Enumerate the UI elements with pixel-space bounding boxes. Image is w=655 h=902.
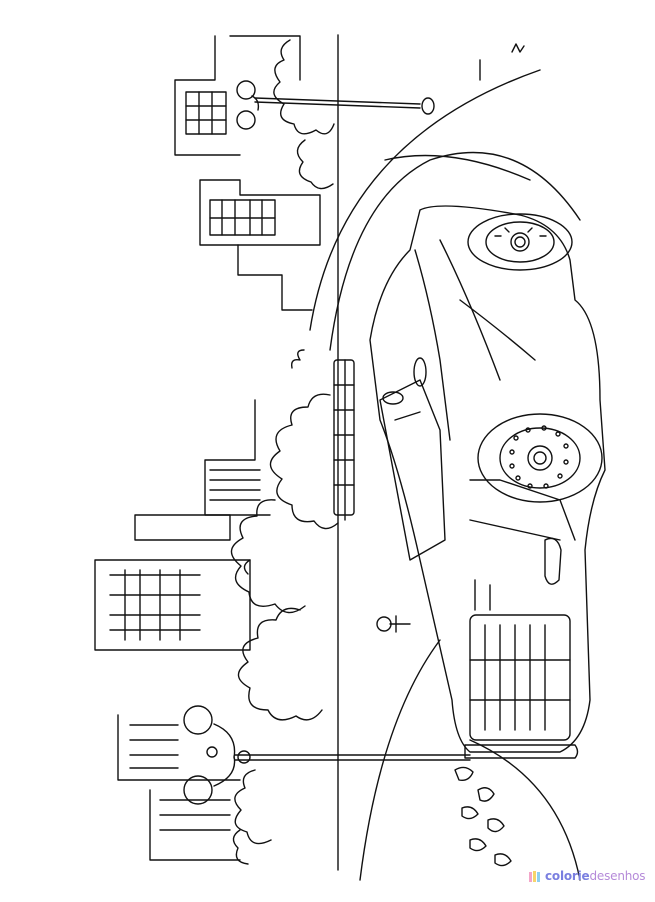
- crayons-icon: [529, 871, 540, 882]
- street-lamp-top: [236, 80, 435, 130]
- building-upper: [199, 179, 321, 311]
- tree-middle: [230, 393, 339, 614]
- building-bottom: [117, 714, 241, 861]
- watermark-part-a: colorie: [545, 869, 590, 883]
- road-lines: [309, 43, 581, 881]
- building-top: [174, 35, 301, 156]
- site-watermark: coloriedesenhos: [528, 866, 648, 886]
- building-large: [94, 514, 251, 651]
- wheel-front: [477, 413, 603, 503]
- sidewalk-edge: [337, 34, 346, 871]
- post: [376, 615, 411, 633]
- watermark-text: coloriedesenhos: [545, 869, 646, 883]
- cobblestones: [454, 766, 512, 867]
- bench: [290, 349, 355, 516]
- pickup-truck: [369, 205, 606, 759]
- street-lamp-bottom: [183, 705, 471, 805]
- building-middle: [204, 399, 271, 516]
- tree-bottom: [232, 607, 323, 865]
- watermark-part-b: desenhos: [589, 869, 646, 883]
- wheel-rear: [467, 213, 573, 271]
- tree-top: [273, 39, 335, 190]
